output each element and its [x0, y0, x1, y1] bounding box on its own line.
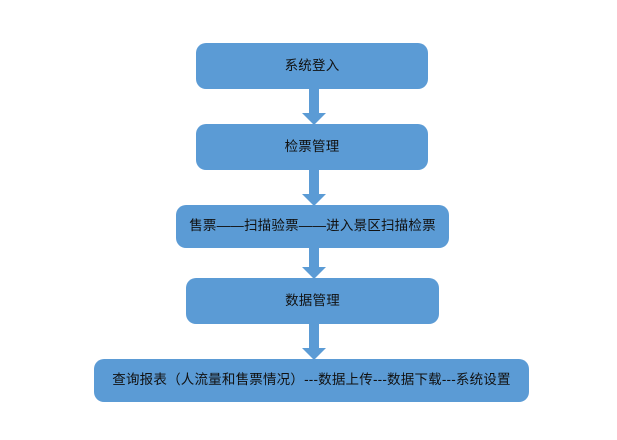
arrow-shaft	[309, 248, 319, 267]
flow-node-label: 查询报表（人流量和售票情况）---数据上传---数据下载---系统设置	[112, 372, 511, 388]
flow-node-label: 售票——扫描验票——进入景区扫描检票	[189, 218, 436, 234]
flow-node-ticket-sales-scan-entry[interactable]: 售票——扫描验票——进入景区扫描检票	[176, 205, 449, 248]
flow-node-label: 数据管理	[285, 292, 340, 308]
down-arrow-icon	[302, 324, 326, 360]
arrow-shaft	[309, 89, 319, 113]
flow-node-reports-upload-download-settings[interactable]: 查询报表（人流量和售票情况）---数据上传---数据下载---系统设置	[94, 359, 529, 402]
arrow-shaft	[309, 170, 319, 194]
arrow-head	[302, 194, 326, 206]
arrow-head	[302, 267, 326, 279]
arrow-shaft	[309, 324, 319, 348]
arrow-head	[302, 348, 326, 360]
arrow-head	[302, 113, 326, 125]
flow-node-data-management[interactable]: 数据管理	[186, 278, 439, 324]
flow-node-label: 系统登入	[284, 57, 340, 73]
flow-node-system-login[interactable]: 系统登入	[196, 43, 428, 89]
flow-node-label: 检票管理	[284, 138, 340, 154]
down-arrow-icon	[302, 89, 326, 125]
down-arrow-icon	[302, 248, 326, 279]
down-arrow-icon	[302, 170, 326, 206]
flow-node-ticket-check-management[interactable]: 检票管理	[196, 124, 428, 170]
